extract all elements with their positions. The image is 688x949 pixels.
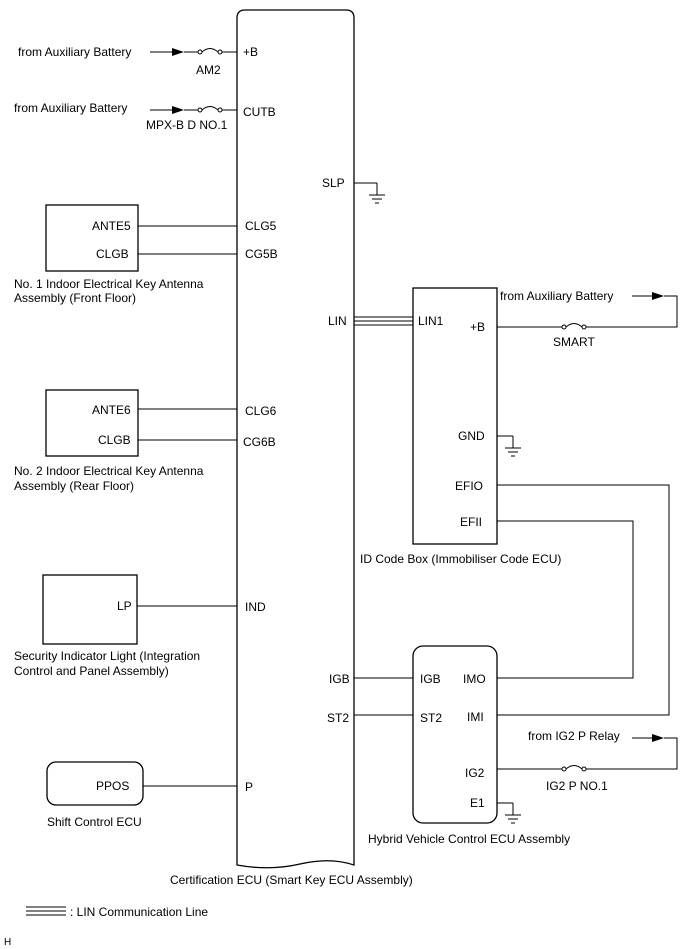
idbox-pin-lin1: LIN1 — [418, 314, 444, 328]
antenna1-pin-clgb: CLGB — [96, 247, 129, 261]
legend-lin-label: : LIN Communication Line — [70, 905, 208, 919]
legend-lin-symbol — [26, 906, 66, 916]
cert-pin-clg5: CLG5 — [245, 219, 277, 233]
antenna1-box — [45, 204, 139, 272]
lin-communication-line — [354, 316, 413, 326]
aux-battery-arrow-1 — [150, 48, 184, 56]
fuse-am2-label: AM2 — [196, 63, 221, 77]
cert-pin-ind: IND — [245, 600, 266, 614]
idbox-pin-gnd: GND — [458, 429, 485, 443]
from-aux-battery-label-3: from Auxiliary Battery — [500, 289, 613, 303]
cert-pin-plus-b: +B — [243, 45, 258, 59]
idbox-ground-icon — [497, 435, 521, 457]
cert-pin-slp: SLP — [322, 176, 345, 190]
shift-ecu-name: Shift Control ECU — [47, 815, 142, 829]
cert-pin-p: P — [245, 780, 253, 794]
footer-code: H — [4, 937, 11, 948]
antenna1-name-line1: No. 1 Indoor Electrical Key Antenna — [14, 277, 204, 291]
wire-efii-imo — [497, 520, 634, 679]
ig2-relay-arrow — [586, 734, 678, 770]
shift-ecu-box — [46, 761, 144, 806]
idbox-pin-efii: EFII — [460, 515, 482, 529]
cert-pin-igb: IGB — [329, 672, 350, 686]
antenna1-name-line2: Assembly (Front Floor) — [14, 291, 136, 305]
antenna2-box — [45, 389, 139, 457]
cert-pin-cutb: CUTB — [243, 105, 276, 119]
fuse-mpxbd-label: MPX-B D NO.1 — [146, 118, 228, 132]
hv-ecu-name: Hybrid Vehicle Control ECU Assembly — [368, 832, 570, 846]
hv-pin-imo: IMO — [463, 672, 486, 686]
from-ig2-relay-label: from IG2 P Relay — [528, 729, 620, 743]
certification-ecu-body — [236, 9, 355, 869]
antenna2-name-line2: Assembly (Rear Floor) — [14, 479, 134, 493]
hv-pin-imi: IMI — [467, 710, 484, 724]
antenna1-pin-ante5: ANTE5 — [92, 219, 131, 233]
fuse-ig2p-symbol — [497, 765, 587, 772]
idbox-pin-plus-b: +B — [470, 320, 485, 334]
antenna2-name-line1: No. 2 Indoor Electrical Key Antenna — [14, 464, 204, 478]
fuse-am2-symbol — [184, 48, 237, 55]
hv-pin-e1: E1 — [470, 796, 485, 810]
from-aux-battery-label-1: from Auxiliary Battery — [18, 45, 131, 59]
security-light-name-line2: Control and Panel Assembly) — [14, 664, 169, 678]
cert-pin-st2: ST2 — [327, 711, 349, 725]
id-code-box-name: ID Code Box (Immobiliser Code ECU) — [360, 552, 561, 566]
certification-ecu-name: Certification ECU (Smart Key ECU Assembl… — [170, 873, 413, 887]
cert-pin-lin: LIN — [328, 314, 347, 328]
wire-efio-imi — [497, 484, 670, 716]
hv-pin-ig2: IG2 — [465, 766, 485, 780]
cert-pin-cg5b: CG5B — [245, 247, 278, 261]
security-light-name-line1: Security Indicator Light (Integration — [14, 649, 200, 663]
slp-ground-icon — [354, 182, 385, 204]
cert-pin-cg6b: CG6B — [243, 435, 276, 449]
hv-pin-igb: IGB — [420, 672, 441, 686]
cert-pin-clg6: CLG6 — [245, 404, 277, 418]
antenna2-pin-clgb: CLGB — [98, 433, 131, 447]
fuse-smart-symbol — [497, 323, 587, 330]
fuse-ig2p-label: IG2 P NO.1 — [546, 779, 608, 793]
aux-battery-arrow-2 — [150, 106, 184, 114]
security-light-box — [42, 574, 138, 645]
hv-ground-icon — [497, 802, 521, 824]
hv-pin-st2: ST2 — [420, 711, 442, 725]
fuse-smart-label: SMART — [553, 335, 595, 349]
shift-ecu-pin-ppos: PPOS — [96, 779, 129, 793]
id-code-box — [412, 287, 498, 545]
from-aux-battery-label-2: from Auxiliary Battery — [14, 101, 127, 115]
hv-ecu-box — [412, 645, 498, 824]
antenna2-pin-ante6: ANTE6 — [92, 403, 131, 417]
fuse-mpxbd-symbol — [184, 106, 237, 113]
aux-battery-arrow-3 — [586, 292, 678, 328]
idbox-pin-efio: EFIO — [455, 479, 483, 493]
security-light-pin-lp: LP — [117, 599, 132, 613]
